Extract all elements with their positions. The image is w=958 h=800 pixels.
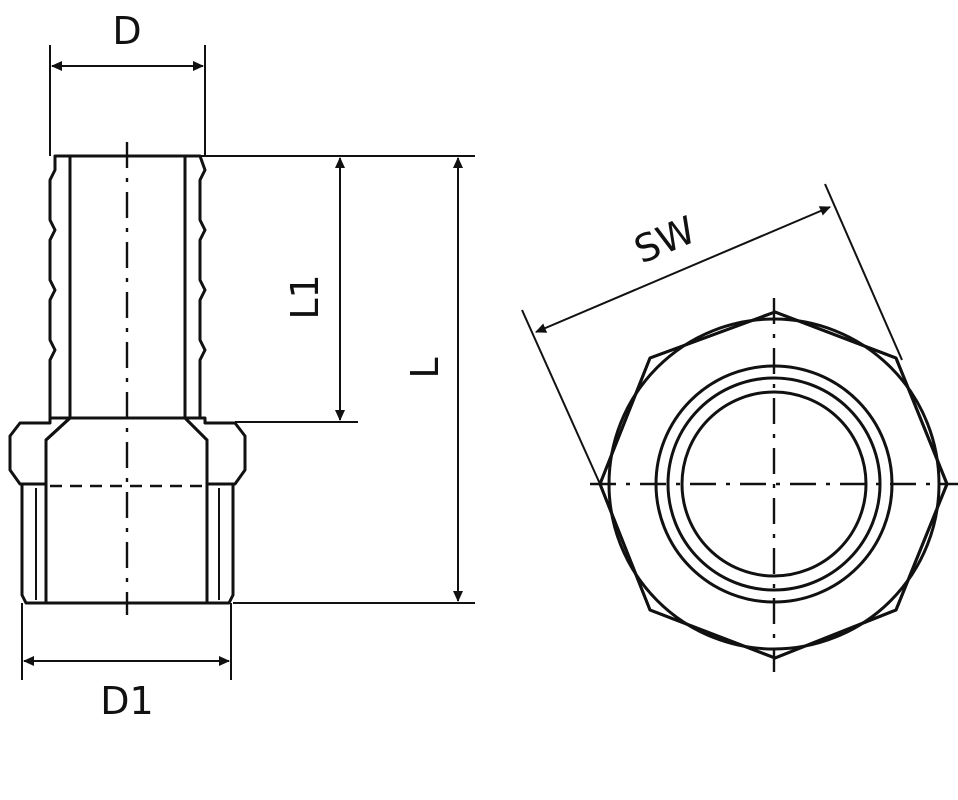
thread-wall-right [205,482,235,605]
dim-label-l1: L1 [283,274,327,319]
hex-collar-left [8,416,72,486]
barb-wall-right [183,154,207,420]
dim-label-l: L [403,357,447,378]
hex-collar-right [183,416,247,486]
hex-end-view: SW [521,183,958,672]
barb-wall-left [48,154,72,420]
dim-line-sw [535,206,831,333]
dim-label-sw: SW [628,208,702,273]
thread-wall-left [20,482,48,605]
side-section-view: D L1 L D1 [8,9,475,723]
ext-line-sw-right [824,183,903,361]
dim-label-d: D [112,9,141,53]
ext-line-sw-left [521,309,601,485]
dim-label-d1: D1 [100,679,153,723]
